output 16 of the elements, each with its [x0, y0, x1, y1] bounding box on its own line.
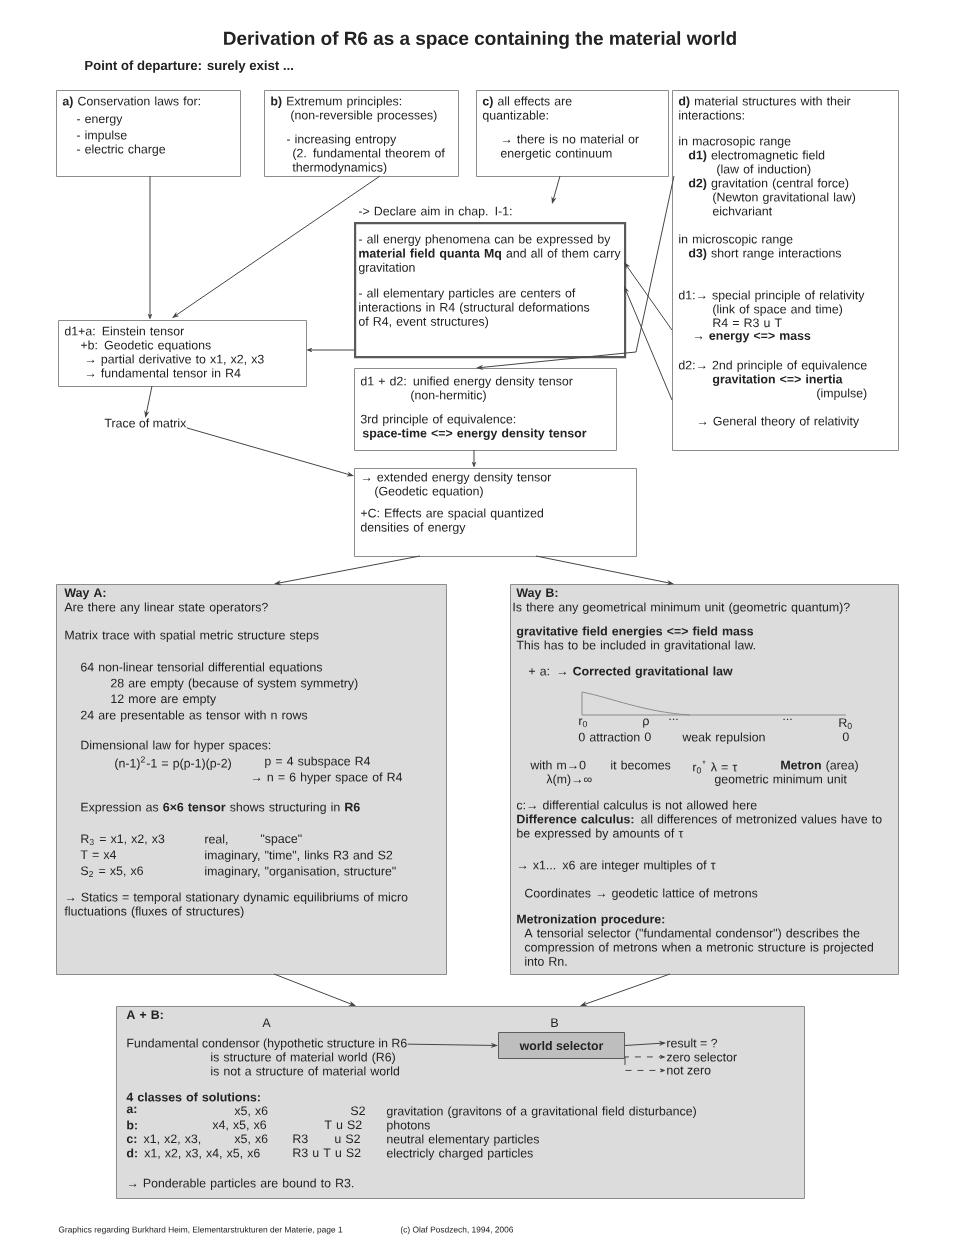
arrow [624, 286, 673, 401]
arrow [306, 348, 355, 352]
arrow [144, 385, 153, 418]
arrow [476, 175, 675, 370]
arrow [472, 449, 476, 468]
arrow [551, 175, 561, 204]
arrow [624, 1041, 666, 1046]
arrow [407, 1043, 498, 1048]
arrow [148, 175, 152, 320]
arrow [172, 175, 381, 318]
arrow [624, 1054, 665, 1060]
arrow [580, 973, 671, 1007]
title: Derivation of R6 as a space containing the material world [224, 31, 736, 49]
arrow [186, 427, 354, 477]
arrow [624, 1058, 665, 1073]
arrow [624, 262, 673, 331]
